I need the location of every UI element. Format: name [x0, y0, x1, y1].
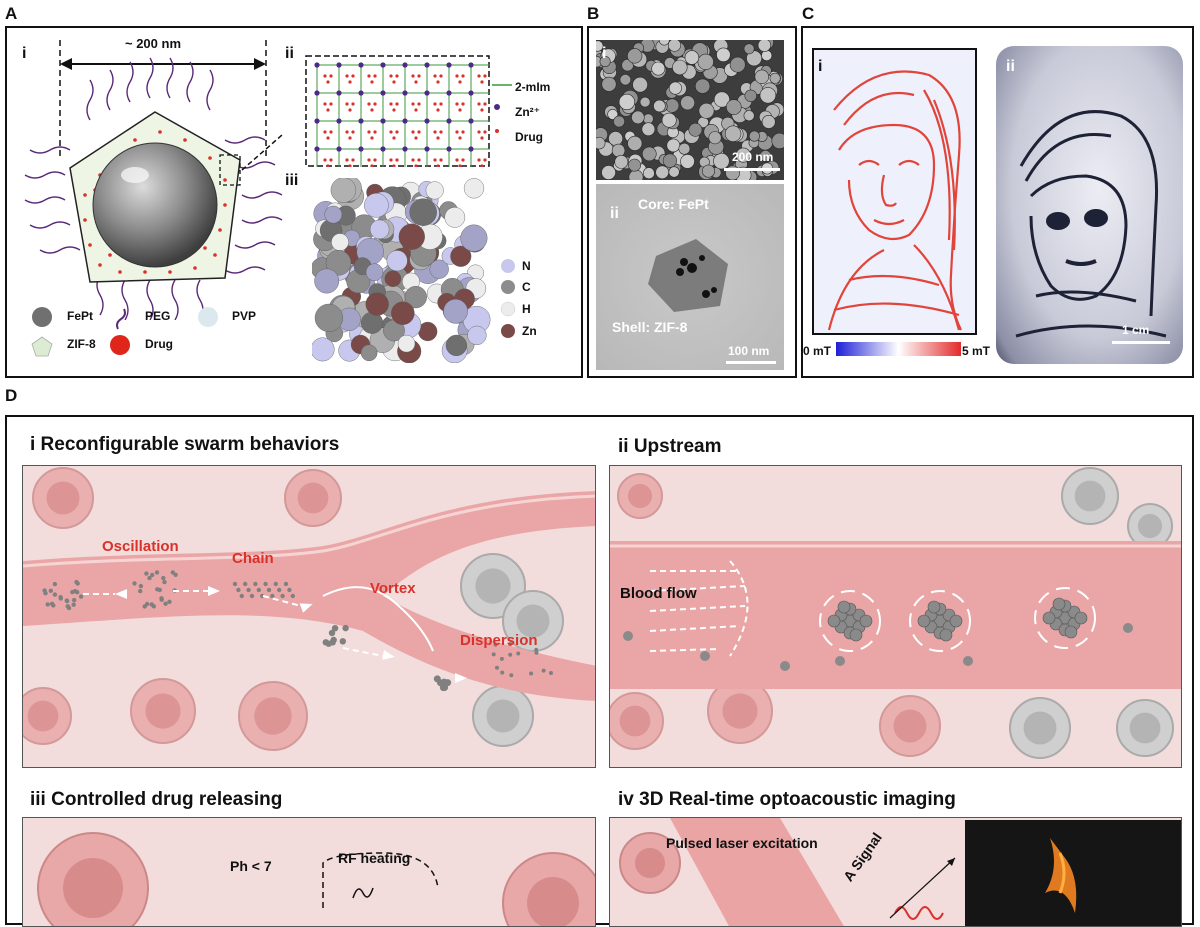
photo-scale-bar: [1112, 341, 1170, 344]
d-i-scene: [22, 465, 596, 768]
legend-zn: Zn²⁺: [515, 105, 540, 119]
tem-scale-label: 100 nm: [728, 344, 770, 358]
photo-image: [996, 46, 1183, 364]
panel-letter-d: D: [5, 386, 18, 405]
legend-drug: Drug: [145, 337, 173, 351]
size-label: ~ 200 nm: [125, 36, 182, 51]
lattice-legend-icons: [492, 84, 512, 133]
colorbar-min-label: 0 mT: [803, 344, 832, 358]
d-ii-vessel-scene: [610, 467, 1181, 759]
chain-label: Chain: [232, 550, 274, 567]
shell-label: Shell: ZIF-8: [612, 319, 688, 335]
core-label: Core: FePt: [638, 196, 709, 212]
tem-image: [596, 184, 784, 370]
panel-letter-b: B: [587, 4, 600, 23]
ph-label: Ph < 7: [230, 858, 272, 874]
dispersion-label: Dispersion: [460, 632, 538, 649]
atom-legend-icons: [500, 259, 516, 338]
tem-particle: [648, 239, 728, 312]
d-i-title: i Reconfigurable swarm behaviors: [30, 434, 340, 455]
legend-atom-zn: Zn: [522, 324, 537, 338]
panel-c-i-label: i: [818, 58, 823, 75]
vortex-label: Vortex: [370, 580, 416, 597]
lattice-diagram: [305, 55, 490, 167]
d-iii-title: iii Controlled drug releasing: [30, 789, 283, 810]
field-colorbar: [836, 342, 961, 356]
colorbar-max-label: 5 mT: [962, 344, 991, 358]
d-i-vessel-scene: [23, 467, 595, 751]
zif8-crystal-model: [312, 178, 491, 363]
d-iii-cells: [37, 832, 595, 926]
nanoparticle-schematic: [24, 40, 283, 320]
panel-a-iii-label: iii: [285, 172, 299, 189]
d-ii-title: ii Upstream: [618, 436, 722, 457]
panel-letter-a: A: [5, 4, 18, 23]
d-iv-scene-art: [619, 818, 1181, 926]
photo-scale-label: 1 cm: [1122, 323, 1150, 337]
legend-atom-n: N: [522, 259, 531, 273]
legend-pvp: PVP: [232, 309, 257, 323]
photo-portrait: [1015, 110, 1167, 338]
panel-a-ii-label: ii: [285, 45, 294, 62]
legend-atom-h: H: [522, 302, 531, 316]
panel-a-frame: [5, 26, 583, 378]
sem-scale-label: 200 nm: [732, 150, 774, 164]
blood-flow-label: Blood flow: [620, 585, 697, 602]
field-map: [812, 48, 977, 335]
legend-atom-c: C: [522, 280, 531, 294]
panel-b-i-label: i: [602, 45, 607, 62]
panel-letter-c: C: [802, 4, 815, 23]
laser-label: Pulsed laser excitation: [666, 835, 818, 851]
legend-2mim: 2-mIm: [515, 80, 551, 94]
d-iv-scene: [609, 817, 1182, 927]
panel-b-frame: [587, 26, 797, 378]
panel-a-i-label: i: [22, 45, 27, 62]
d-ii-scene: [609, 465, 1182, 768]
sem-scale-bar: [724, 168, 780, 171]
legend-zif8: ZIF-8: [67, 337, 96, 351]
panel-b-ii-label: ii: [610, 205, 619, 222]
d-iii-scene: [22, 817, 596, 927]
legend-peg: PEG: [145, 309, 171, 323]
legend-drug-dot: Drug: [515, 130, 543, 144]
tem-scale-bar: [726, 361, 776, 364]
field-map-portrait: [827, 70, 962, 331]
component-legend-icons: [31, 307, 218, 357]
oscillation-label: Oscillation: [102, 538, 179, 555]
panel-c-ii-label: ii: [1006, 58, 1015, 75]
rf-heating-label: RF heating: [338, 850, 411, 866]
panel-c-frame: [801, 26, 1194, 378]
d-iv-title: iv 3D Real-time optoacoustic imaging: [618, 789, 956, 810]
legend-fept: FePt: [67, 309, 94, 323]
